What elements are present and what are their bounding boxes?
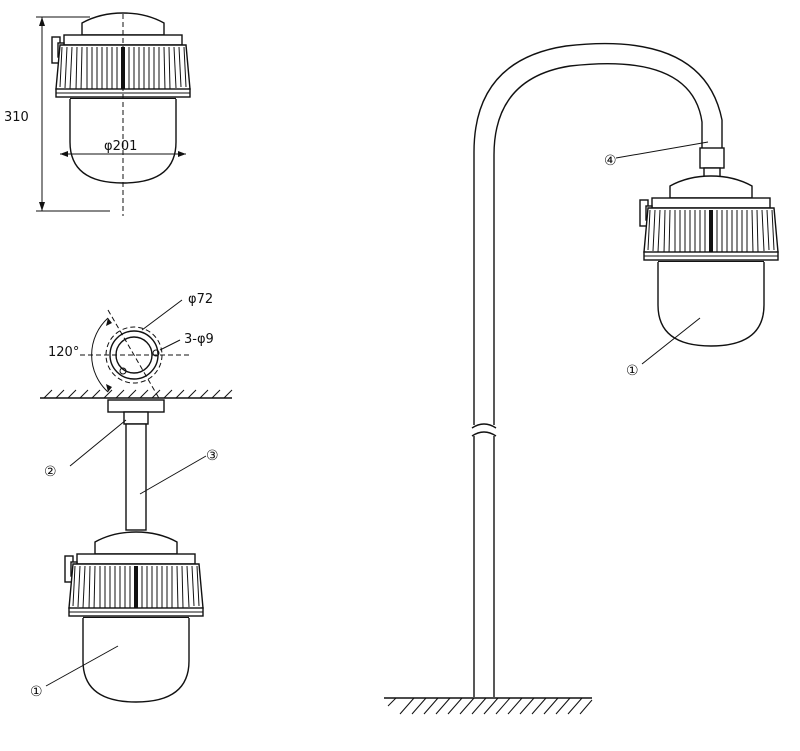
callout-lamp-body-pole: ①	[626, 363, 639, 379]
ceiling-mount-assembly	[40, 389, 233, 704]
height-dimension-label: 310	[4, 110, 29, 125]
lamp-elevation	[36, 11, 192, 216]
callout-pipe: ③	[206, 448, 219, 464]
callout-mount-base: ②	[44, 464, 57, 480]
flange-diameter-label: φ72	[188, 292, 213, 307]
callout-lamp-body-lower: ①	[30, 684, 43, 700]
angle-label: 120°	[48, 345, 79, 360]
callout-arm: ④	[604, 153, 617, 169]
flange-detail	[80, 299, 190, 401]
diameter-dimension-label: φ201	[104, 139, 137, 154]
holes-label: 3-φ9	[184, 332, 214, 347]
pole-mount-assembly	[384, 42, 780, 715]
